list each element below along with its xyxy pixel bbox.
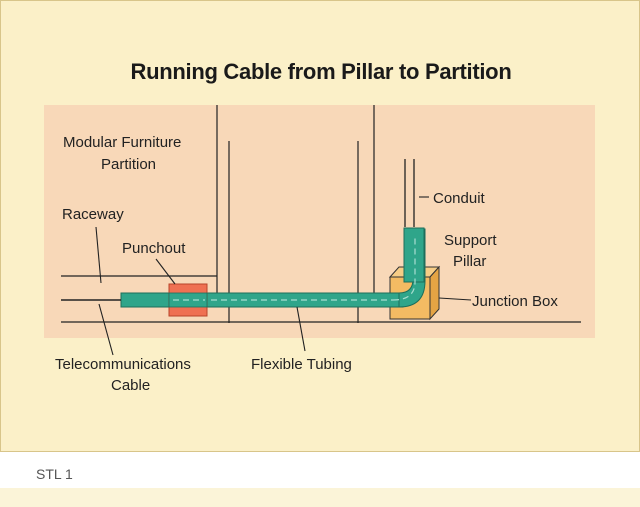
label-raceway: Raceway bbox=[62, 206, 124, 223]
conduit bbox=[404, 159, 415, 227]
label-telecom-line2: Cable bbox=[111, 377, 150, 394]
leader-lines bbox=[95, 196, 472, 356]
diagram-figure: Running Cable from Pillar to Partition bbox=[0, 0, 640, 452]
label-flexible-tubing: Flexible Tubing bbox=[251, 356, 352, 373]
label-support-pillar-line1: Support bbox=[444, 232, 497, 249]
cable-routing-diagram: Modular Furniture Partition Raceway Punc… bbox=[44, 105, 595, 394]
figure-caption: STL 1 bbox=[36, 466, 73, 482]
label-junction-box: Junction Box bbox=[472, 293, 558, 310]
label-punchout: Punchout bbox=[122, 240, 186, 257]
label-conduit: Conduit bbox=[433, 190, 486, 207]
label-partition-line2: Partition bbox=[101, 156, 156, 173]
label-partition-line1: Modular Furniture bbox=[63, 134, 181, 151]
label-telecom-line1: Telecommunications bbox=[55, 356, 191, 373]
diagram-title: Running Cable from Pillar to Partition bbox=[130, 59, 512, 84]
bottom-strip bbox=[0, 488, 640, 507]
caption-band bbox=[0, 452, 640, 488]
label-support-pillar-line2: Pillar bbox=[453, 253, 486, 270]
